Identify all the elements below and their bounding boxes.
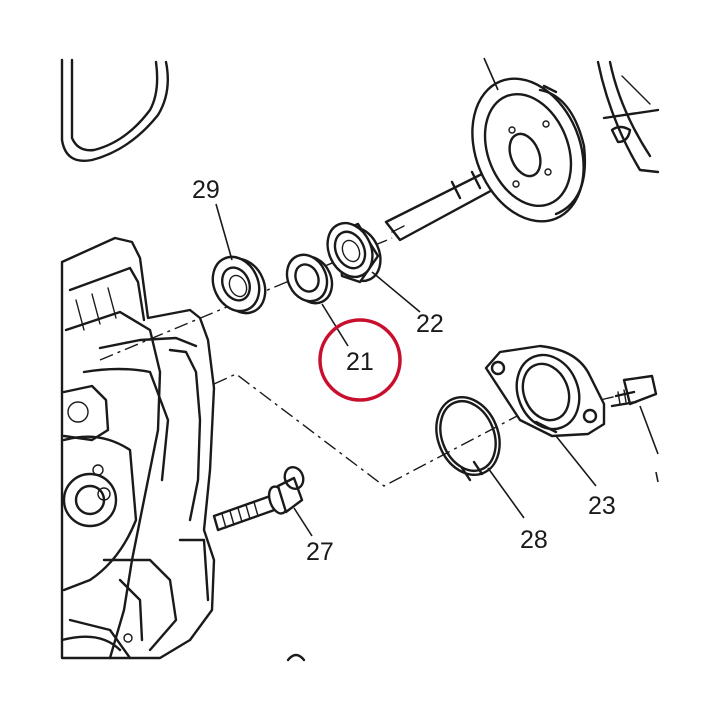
part-22-bearing [326,221,421,313]
part-21-washer [285,253,349,347]
part-23-cover-plate [484,344,606,487]
part-27-stud-bolt [212,466,313,537]
drum-edge [596,60,660,174]
part-label-22: 22 [416,310,444,338]
shaft-flange-assembly [384,57,587,242]
belt-drawing [60,58,169,162]
flat-head-screw [610,374,659,483]
part-28-snap-ring [435,396,525,519]
highlight-circle [318,318,402,402]
crankcase-housing [60,236,306,662]
part-label-21: 21 [346,348,374,376]
part-label-28: 28 [520,526,548,554]
part-29-oil-seal [211,203,267,315]
part-label-29: 29 [192,176,220,204]
part-label-27: 27 [306,538,334,566]
part-label-23: 23 [588,492,616,520]
